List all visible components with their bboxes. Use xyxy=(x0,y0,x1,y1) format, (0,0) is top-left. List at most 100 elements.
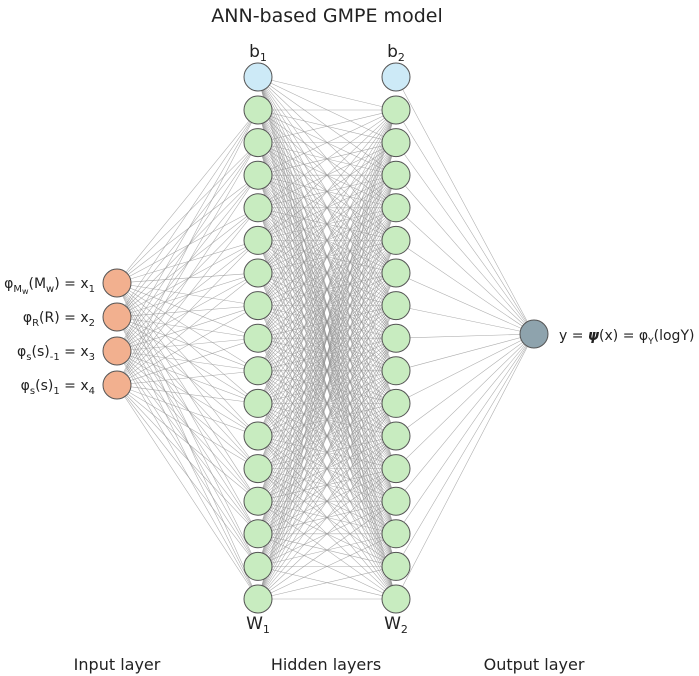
input-label-3: φs(s)-1 = x3 xyxy=(17,344,95,363)
edge-b1-h2-6 xyxy=(257,76,397,274)
input-label-3-phi: φ xyxy=(17,344,26,360)
edge-h2-9-output xyxy=(395,333,535,372)
hidden-node-1-5 xyxy=(243,225,273,255)
edge-h2-10-output xyxy=(395,333,535,404)
edge-h2-7-output xyxy=(395,305,535,335)
edge-h2-16-output xyxy=(395,333,535,600)
edge-input-4-h1-10 xyxy=(116,384,259,404)
input-label-4-equals: = x xyxy=(60,378,89,394)
edge-input-2-h1-6 xyxy=(116,272,259,318)
edge-input-1-h1-14 xyxy=(116,282,259,534)
edge-b1-h2-13 xyxy=(257,76,397,502)
edge-h1-16-h2-14 xyxy=(257,533,397,600)
edge-input-1-h1-9 xyxy=(116,282,259,372)
edge-input-2-h1-7 xyxy=(116,305,259,318)
edge-input-3-h1-4 xyxy=(116,207,259,352)
edge-h1-16-h2-13 xyxy=(257,500,397,600)
edge-input-4-h1-12 xyxy=(116,384,259,469)
hidden-node-1-15 xyxy=(243,551,273,581)
input-label-4-x-sub: 4 xyxy=(89,386,95,397)
edge-h2-15-output xyxy=(395,333,535,567)
edge-input-3-h1-3 xyxy=(116,175,259,352)
weight-label-1-base: W xyxy=(246,614,263,634)
input-label-4-phi: φ xyxy=(21,378,30,394)
edge-input-4-h1-9 xyxy=(116,370,259,386)
hidden-node-2-13 xyxy=(381,486,411,516)
edge-b1-h2-16 xyxy=(257,76,397,600)
edge-b1-h2-4 xyxy=(257,76,397,208)
edge-input-3-h1-14 xyxy=(116,350,259,534)
hidden-node-2-4 xyxy=(381,193,411,223)
hidden-node-1-12 xyxy=(243,454,273,484)
edge-input-1-h1-3 xyxy=(116,174,259,284)
hidden-node-1-4 xyxy=(243,193,273,223)
edge-input-2-h1-8 xyxy=(116,316,259,339)
hidden-node-2-9 xyxy=(381,356,411,386)
edge-input-2-h1-2 xyxy=(116,142,259,318)
edge-input-4-h1-11 xyxy=(116,384,259,437)
input-label-4-phi-sub: s xyxy=(30,386,35,397)
bias-label-1: b1 xyxy=(249,42,267,64)
edge-h1-16-h2-8 xyxy=(257,338,397,600)
edge-input-4-h1-8 xyxy=(116,337,259,386)
output-node xyxy=(519,319,549,349)
hidden-node-1-16 xyxy=(243,584,273,614)
edge-h1-16-h2-3 xyxy=(257,175,397,600)
edge-input-2-h1-5 xyxy=(116,240,259,318)
edge-h2-2-output xyxy=(395,142,535,335)
edge-input-4-h1-14 xyxy=(116,384,259,534)
edge-input-2-h1-4 xyxy=(116,207,259,318)
edge-b1-h2-9 xyxy=(257,76,397,371)
layer-label-input: Input layer xyxy=(74,655,161,674)
neuron-nodes xyxy=(102,62,549,614)
hidden-node-2-15 xyxy=(381,551,411,581)
edge-h2-1-output xyxy=(395,109,535,335)
edge-b2-output xyxy=(395,76,535,335)
edge-h1-16-h2-6 xyxy=(257,272,397,600)
input-label-1-argument: (M xyxy=(29,276,47,292)
edge-h2-3-output xyxy=(395,175,535,335)
edge-input-4-h1-16 xyxy=(116,384,259,600)
bias-node-2 xyxy=(381,62,411,92)
edge-input-4-h1-5 xyxy=(116,240,259,386)
hidden-node-2-12 xyxy=(381,454,411,484)
edge-h2-13-output xyxy=(395,333,535,502)
input-node-2 xyxy=(102,302,132,332)
weight-label-1-sub: 1 xyxy=(263,623,270,636)
edge-input-2-h1-11 xyxy=(116,316,259,437)
edge-b1-h2-2 xyxy=(257,76,397,143)
edge-input-2-h1-12 xyxy=(116,316,259,469)
edge-input-2-h1-16 xyxy=(116,316,259,600)
input-node-3 xyxy=(102,336,132,366)
hidden-node-1-9 xyxy=(243,356,273,386)
input-label-1-phi: φ xyxy=(4,276,13,292)
edge-h2-14-output xyxy=(395,333,535,534)
edge-input-3-h1-9 xyxy=(116,350,259,372)
edge-input-4-h1-2 xyxy=(116,142,259,386)
hidden-node-2-7 xyxy=(381,291,411,321)
edge-input-3-h1-12 xyxy=(116,350,259,469)
edge-h1-16-h2-5 xyxy=(257,240,397,600)
input-label-3-argument: (s) xyxy=(32,344,50,360)
bias-label-1-sub: 1 xyxy=(260,51,267,64)
edge-input-3-h1-11 xyxy=(116,350,259,437)
edge-h2-8-output xyxy=(395,333,535,339)
edge-input-2-h1-15 xyxy=(116,316,259,567)
hidden-node-1-13 xyxy=(243,486,273,516)
edge-input-1-h1-15 xyxy=(116,282,259,567)
edge-input-4-h1-1 xyxy=(116,109,259,386)
input-label-1-equals: ) = x xyxy=(54,276,88,292)
hidden-node-1-3 xyxy=(243,160,273,190)
hidden-node-1-7 xyxy=(243,291,273,321)
edge-input-3-h1-8 xyxy=(116,337,259,352)
input-label-2: φR(R) = x2 xyxy=(23,310,95,329)
edge-b1-h2-10 xyxy=(257,76,397,404)
edge-h1-16-h2-11 xyxy=(257,435,397,600)
hidden-node-1-6 xyxy=(243,258,273,288)
weight-label-2: W2 xyxy=(384,614,408,636)
edge-input-1-h1-2 xyxy=(116,142,259,284)
bias-label-2-sub: 2 xyxy=(398,51,405,64)
edge-input-3-h1-10 xyxy=(116,350,259,404)
input-label-3-phi-sub: s xyxy=(26,352,31,363)
hidden-node-2-1 xyxy=(381,95,411,125)
